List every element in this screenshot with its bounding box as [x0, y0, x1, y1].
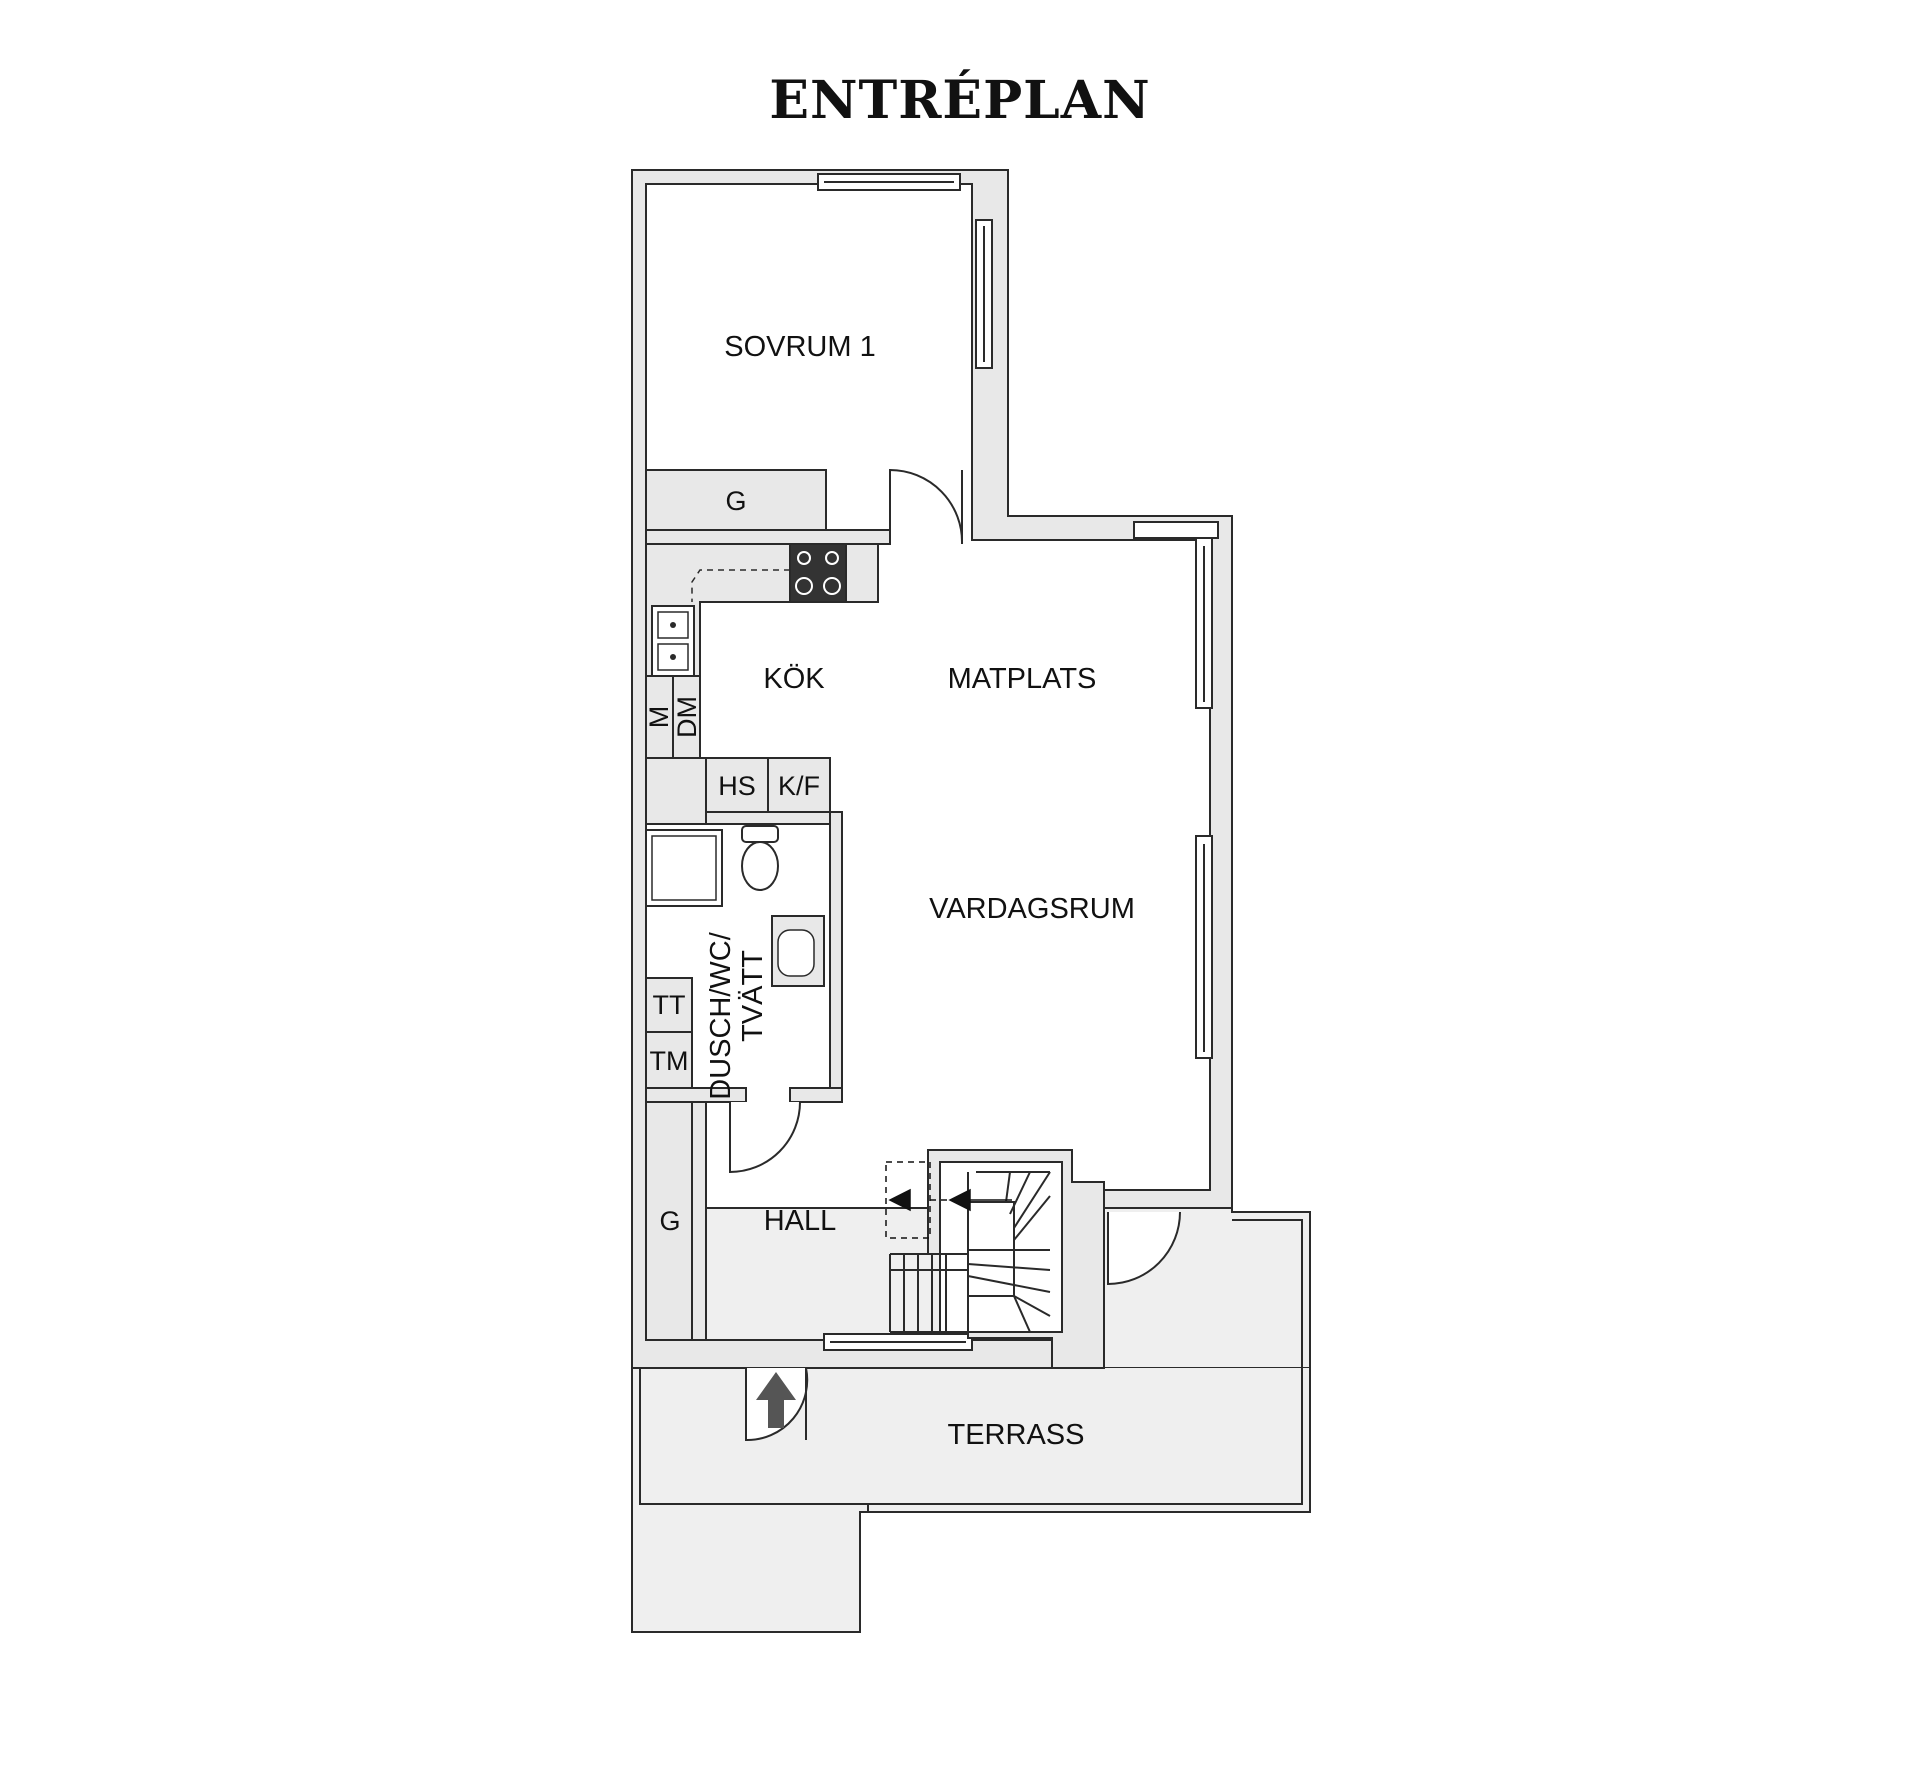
entrance-arrow-icon [756, 1372, 796, 1428]
label-dishwasher: DM [672, 696, 702, 738]
label-tall-cabinet: HS [718, 771, 756, 801]
label-microwave: M [644, 706, 674, 729]
windows [817, 173, 1219, 1351]
laundry-cells [645, 977, 693, 1089]
stove-icon [795, 551, 841, 595]
room-label-hall: HALL [764, 1205, 837, 1237]
doors [729, 468, 1181, 1442]
staircase [889, 1149, 1105, 1369]
label-wardrobe-bedroom: G [725, 486, 746, 516]
countertop-edge-dashed [691, 569, 790, 602]
page-title: ENTRÉPLAN [769, 70, 1151, 131]
room-labels: SOVRUM 1 KÖK MATPLATS VARDAGSRUM HALL TE… [705, 331, 1135, 1451]
sink-icon [651, 605, 695, 677]
label-dryer: TT [653, 990, 686, 1020]
washbasin-icon [771, 915, 825, 987]
room-label-sovrum: SOVRUM 1 [724, 331, 875, 363]
wardrobe-bedroom [645, 469, 827, 531]
fixture-labels: G G M DM HS K/F TT TM [644, 486, 820, 1236]
appliance-cells [645, 675, 831, 813]
toilet-icon [741, 825, 779, 891]
label-wardrobe-hall: G [659, 1206, 680, 1236]
room-label-terrass: TERRASS [948, 1419, 1085, 1451]
room-label-vardagsrum: VARDAGSRUM [929, 893, 1135, 925]
wardrobe-hall [645, 1101, 693, 1341]
room-label-dusch-line1: DUSCH/WC/ [705, 931, 737, 1099]
room-label-matplats: MATPLATS [948, 663, 1097, 695]
label-fridge-freezer: K/F [778, 771, 820, 801]
label-washer: TM [650, 1046, 689, 1076]
room-label-dusch-line2: TVÄTT [737, 950, 769, 1042]
stair-arrow-icon [885, 1161, 1012, 1239]
room-label-kok: KÖK [763, 663, 825, 695]
shower-icon [645, 829, 723, 907]
